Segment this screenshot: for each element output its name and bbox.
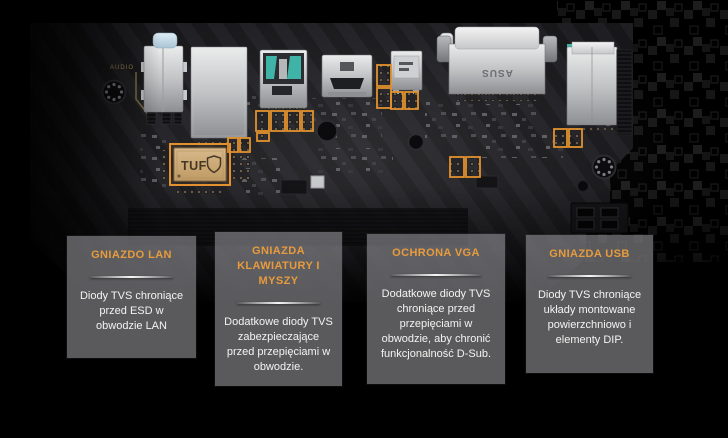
info-card-lan: GNIAZDO LAN Diody TVS chroniące przed ES…	[67, 236, 196, 358]
tvs-highlight	[239, 137, 251, 153]
tvs-highlight	[465, 156, 481, 178]
usb3-port	[259, 49, 308, 114]
tvs-highlight	[376, 64, 392, 87]
shield-icon	[206, 155, 222, 174]
tvs-highlight	[256, 132, 270, 142]
capacitor	[316, 120, 338, 142]
card-divider	[548, 275, 631, 277]
tvs-highlight	[270, 110, 286, 132]
card-divider	[237, 302, 320, 304]
tvs-highlight	[404, 91, 419, 110]
hdmi-port	[321, 54, 373, 98]
tvs-highlight	[255, 110, 270, 132]
card-body: Diody TVS chroniące przed ESD w obwodzie…	[79, 290, 184, 332]
tvs-highlight-group	[227, 64, 583, 178]
card-divider	[89, 276, 174, 278]
tvs-highlight	[227, 137, 239, 153]
usb-teal-tongue	[287, 56, 301, 79]
card-body: Diody TVS chroniące układy montowane pow…	[537, 289, 642, 346]
tvs-highlight	[286, 110, 301, 132]
card-title: GNIAZDA KLAWIATURY I MYSZY	[237, 245, 320, 287]
tvs-highlight	[376, 87, 392, 109]
card-title: GNIAZDA USB	[549, 248, 630, 260]
tvs-highlight	[301, 110, 314, 132]
capacitor	[407, 133, 425, 151]
tvs-highlight	[553, 128, 568, 148]
card-body: Dodatkowe diody TVS chroniące przed prze…	[380, 288, 492, 360]
info-card-keyboard-mouse: GNIAZDA KLAWIATURY I MYSZY Dodatkowe dio…	[215, 232, 342, 386]
tuf-chip-label: TUF	[181, 159, 207, 173]
card-title: OCHRONA VGA	[392, 247, 480, 259]
ps2-port	[190, 46, 248, 144]
card-divider	[390, 274, 482, 276]
info-card-usb: GNIAZDA USB Diody TVS chroniące układy m…	[526, 235, 653, 373]
dsub-port: ASUS	[436, 26, 558, 101]
info-card-vga: OCHRONA VGA Dodatkowe diody TVS chroniąc…	[367, 234, 505, 384]
side-connector-port	[566, 41, 618, 131]
card-title: GNIAZDO LAN	[91, 249, 172, 261]
tvs-highlight	[568, 128, 583, 148]
io-port-small	[390, 50, 423, 94]
usb-teal-tongue	[266, 56, 277, 79]
tvs-highlight	[449, 156, 465, 178]
card-body: Dodatkowe diody TVS zabezpieczające prze…	[224, 316, 333, 373]
edge-connector	[616, 49, 633, 136]
screw-hole	[591, 154, 617, 180]
tvs-highlight	[390, 91, 404, 110]
dsub-brand-label: ASUS	[481, 67, 513, 78]
